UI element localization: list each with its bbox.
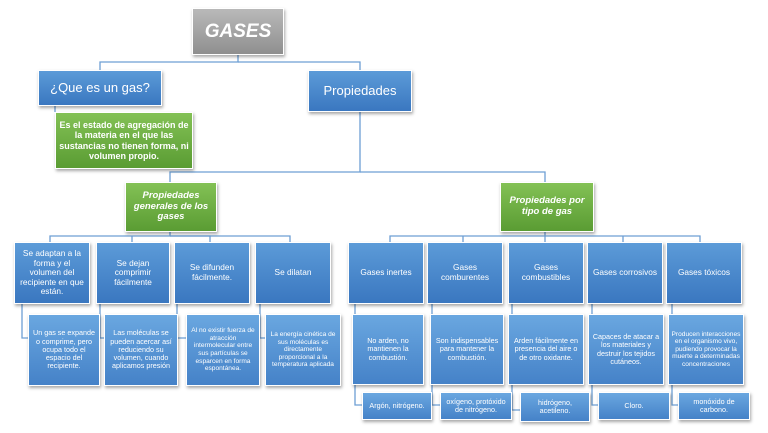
general-item-title: Se adaptan a la forma y el volumen del r… bbox=[14, 242, 90, 304]
root-node-gases: GASES bbox=[192, 8, 284, 55]
general-item-detail: Las moléculas se pueden acercar así redu… bbox=[104, 314, 178, 386]
general-item-detail: Al no existir fuerza de atracción interm… bbox=[186, 314, 260, 386]
definition-text: Es el estado de agregación de la materia… bbox=[59, 119, 189, 161]
node-propiedades: Propiedades bbox=[308, 70, 412, 112]
general-item-detail: La energía cinética de sus moléculas es … bbox=[265, 314, 341, 386]
type-item-detail: Capaces de atacar a los materiales y des… bbox=[588, 314, 664, 385]
type-item-example: Cloro. bbox=[598, 392, 670, 420]
node-que-es-un-gas: ¿Que es un gas? bbox=[38, 70, 162, 106]
node-propiedades-por-tipo: Propiedades por tipo de gas bbox=[500, 182, 594, 232]
generales-label: Propiedades generales de los gases bbox=[133, 189, 209, 223]
type-item-title: Gases comburentes bbox=[427, 242, 503, 304]
type-item-example: oxígeno, protóxido de nitrógeno. bbox=[440, 392, 512, 420]
propiedades-label: Propiedades bbox=[323, 82, 397, 98]
type-item-example: hidrógeno, acetileno. bbox=[520, 392, 590, 422]
node-propiedades-generales: Propiedades generales de los gases bbox=[125, 182, 217, 232]
type-item-detail: Son indispensables para mantener la comb… bbox=[430, 314, 504, 385]
que-es-label: ¿Que es un gas? bbox=[50, 79, 150, 95]
type-item-detail: Arden fácilmente en presencia del aire o… bbox=[508, 314, 584, 385]
root-title: GASES bbox=[204, 20, 272, 42]
general-item-title: Se difunden fácilmente. bbox=[174, 242, 250, 304]
node-definition: Es el estado de agregación de la materia… bbox=[55, 112, 193, 169]
type-item-detail: Producen interacciones en el organismo v… bbox=[668, 314, 744, 385]
general-item-title: Se dilatan bbox=[255, 242, 331, 304]
type-item-title: Gases combustibles bbox=[508, 242, 584, 304]
type-item-example: monóxido de carbono. bbox=[678, 392, 750, 420]
general-item-detail: Un gas se expande o comprime, pero ocupa… bbox=[28, 314, 100, 386]
type-item-title: Gases inertes bbox=[348, 242, 424, 304]
general-item-title: Se dejan comprimir fácilmente bbox=[96, 242, 170, 304]
type-item-title: Gases tóxicos bbox=[666, 242, 742, 304]
type-item-example: Argón, nitrógeno. bbox=[362, 392, 432, 420]
por-tipo-label: Propiedades por tipo de gas bbox=[509, 195, 585, 217]
type-item-title: Gases corrosivos bbox=[587, 242, 663, 304]
type-item-detail: No arden, no mantienen la combustión. bbox=[352, 314, 424, 385]
